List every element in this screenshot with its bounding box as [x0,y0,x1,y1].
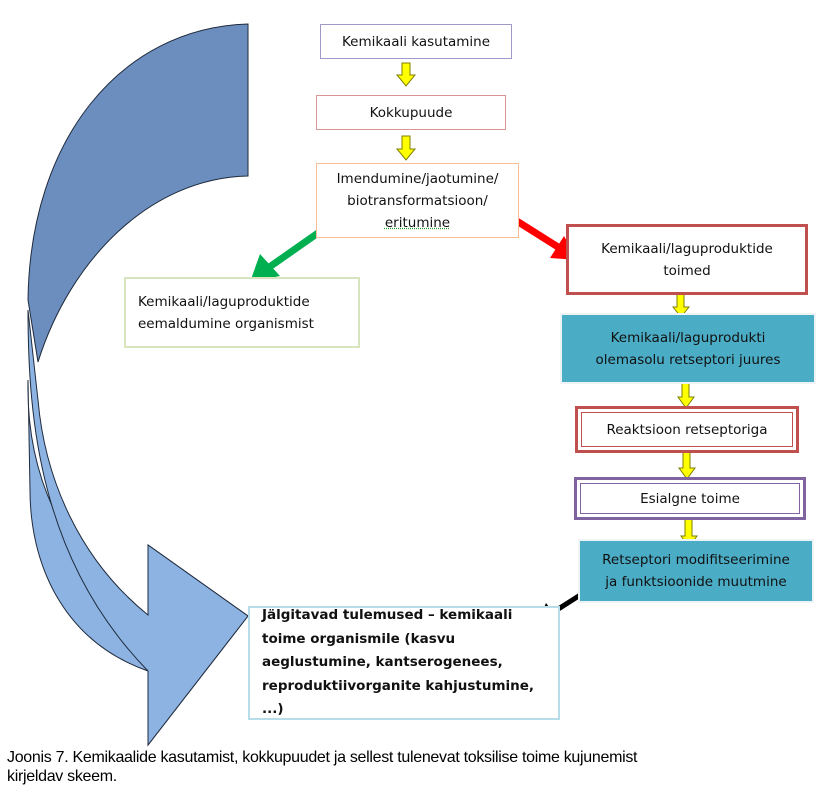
node-text-line: ja funktsioonide muutmine [605,574,787,590]
node-text-line: Kemikaali/laguproduktide [138,293,310,310]
node-text-line: eemaldumine organismist [138,315,314,332]
node-text-line: biotransformatsioon/ [347,192,488,209]
node-text: Esialgne toime [640,490,740,507]
node-text-line: toime organismile (kasvu [262,630,456,647]
node-initial-effect: Esialgne toime [574,477,806,520]
node-absorption: Imendumine/jaotumine/ biotransformatsioo… [316,163,519,238]
node-effects: Kemikaali/laguproduktide toimed [566,224,808,295]
yellow-arrows [395,62,698,548]
curved-arrow-upper [27,23,249,363]
node-text-line: Imendumine/jaotumine/ [336,170,499,187]
node-receptor-modification: Retseptori modifitseerimine ja funktsioo… [580,541,812,601]
node-text-line: reproduktiivorganite kahjustumine, ...) [262,677,535,718]
node-text: Reaktsioon retseptoriga [606,421,768,438]
node-text: Kemikaali kasutamine [341,33,491,50]
caption-line: Joonis 7. Kemikaalide kasutamist, kokkup… [7,749,638,766]
node-text: Kokkupuude [369,104,453,121]
arrow-exposure-to-absorb [395,135,417,161]
node-chemical-use: Kemikaali kasutamine [320,24,512,59]
node-text-line: Kemikaali/laguproduktide [601,240,773,257]
figure-caption: Joonis 7. Kemikaalide kasutamist, kokkup… [7,748,787,786]
node-text-line: Kemikaali/laguprodukti [610,329,766,346]
node-text-line: olemasolu retseptori juures [595,351,781,368]
arrow-use-to-exposure [395,62,417,87]
node-exposure: Kokkupuude [316,95,506,130]
caption-line: kirjeldav skeem. [7,768,117,785]
node-removal: Kemikaali/laguproduktide eemaldumine org… [124,277,360,348]
node-text-line: Jälgitavad tulemused – kemikaali [262,607,513,624]
node-receptor-presence: Kemikaali/laguprodukti olemasolu retsept… [562,315,814,382]
node-text-line: aeglustumine, kantserogenees, [262,654,503,671]
node-text-line: toimed [663,262,711,279]
node-observable-outcomes: Jälgitavad tulemused – kemikaali toime o… [248,606,560,720]
node-text-line: Retseptori modifitseerimine [602,552,790,568]
curved-arrow-lower [27,379,249,747]
node-receptor-reaction: Reaktsioon retseptoriga [575,406,799,453]
curved-arrow-lower-inner [27,309,249,747]
node-text-line: eritumine [384,214,451,231]
